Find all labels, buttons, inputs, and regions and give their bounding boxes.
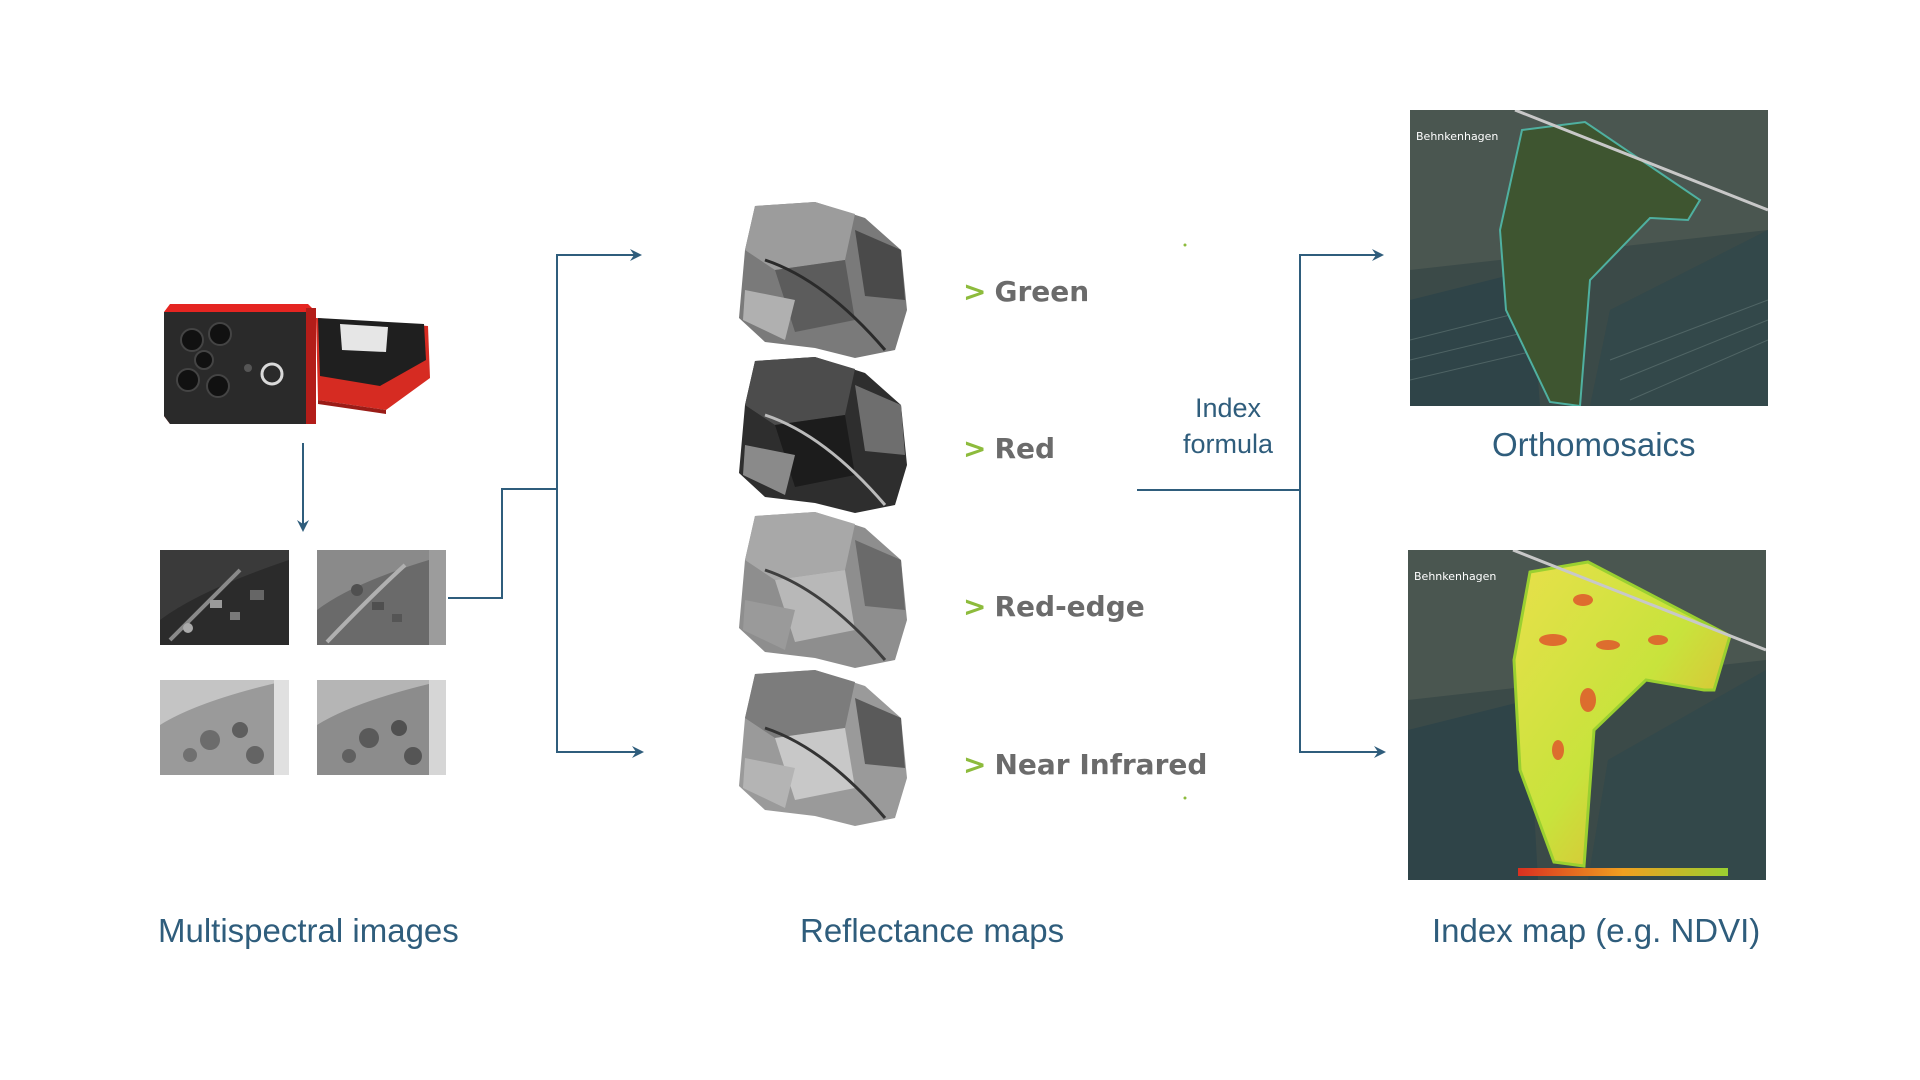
band-name: Near Infrared <box>994 748 1208 781</box>
band-name: Green <box>994 275 1090 308</box>
split-to-nir-arrow <box>556 489 644 758</box>
reflectance-map-red <box>739 357 907 513</box>
reflectance-map-near-infrared <box>739 670 907 826</box>
ndvi-field <box>1512 560 1732 868</box>
multispectral-thumbnail <box>160 550 289 645</box>
index-formula-label: Index formula <box>1170 390 1286 462</box>
caption-multispectral-images: Multispectral images <box>158 912 459 949</box>
band-chevron: > <box>963 590 987 623</box>
images-connector <box>448 488 557 599</box>
split-to-green-arrow <box>556 249 642 489</box>
band-name: Red-edge <box>994 590 1145 623</box>
multispectral-thumbnail <box>317 550 446 645</box>
ndvi-legend-bar <box>1518 868 1728 876</box>
field-boundary <box>1498 120 1702 406</box>
band-chevron: > <box>963 275 987 308</box>
formula-to-index-arrow <box>1299 490 1386 758</box>
reflectance-map-green <box>739 202 907 358</box>
caption-reflectance-maps: Reflectance maps <box>800 912 1065 949</box>
camera-body-icon <box>164 304 316 424</box>
map-place-label: Behnkenhagen <box>1416 130 1498 143</box>
stray-dot <box>1183 796 1187 800</box>
index-formula-line-2: formula <box>1182 429 1274 459</box>
formula-to-ortho-arrow <box>1299 249 1384 490</box>
band-chevron: > <box>963 748 987 781</box>
stray-dot <box>1183 243 1187 247</box>
multispectral-thumbnail <box>317 680 446 775</box>
map-place-label: Behnkenhagen <box>1414 570 1496 583</box>
index-formula-line-1: Index <box>1194 393 1262 423</box>
band-label-near-infrared: >Near Infrared <box>963 748 1207 781</box>
band-label-red: >Red <box>963 432 1055 465</box>
caption-orthomosaics: Orthomosaics <box>1492 426 1696 463</box>
band-chevron: > <box>963 432 987 465</box>
gps-sensor-icon <box>316 318 430 414</box>
light-ring-icon <box>260 362 284 386</box>
ndvi-index-map-image: Behnkenhagen <box>1408 550 1766 880</box>
multispectral-thumbnail <box>160 680 289 775</box>
caption-index-map: Index map (e.g. NDVI) <box>1432 912 1761 949</box>
reflectance-map-red-edge <box>739 512 907 668</box>
band-label-red-edge: >Red-edge <box>963 590 1145 623</box>
multispectral-camera-illustration <box>164 304 430 424</box>
band-name: Red <box>994 432 1056 465</box>
band-label-green: >Green <box>963 275 1089 308</box>
orthomosaic-map-image: Behnkenhagen <box>1410 110 1768 406</box>
